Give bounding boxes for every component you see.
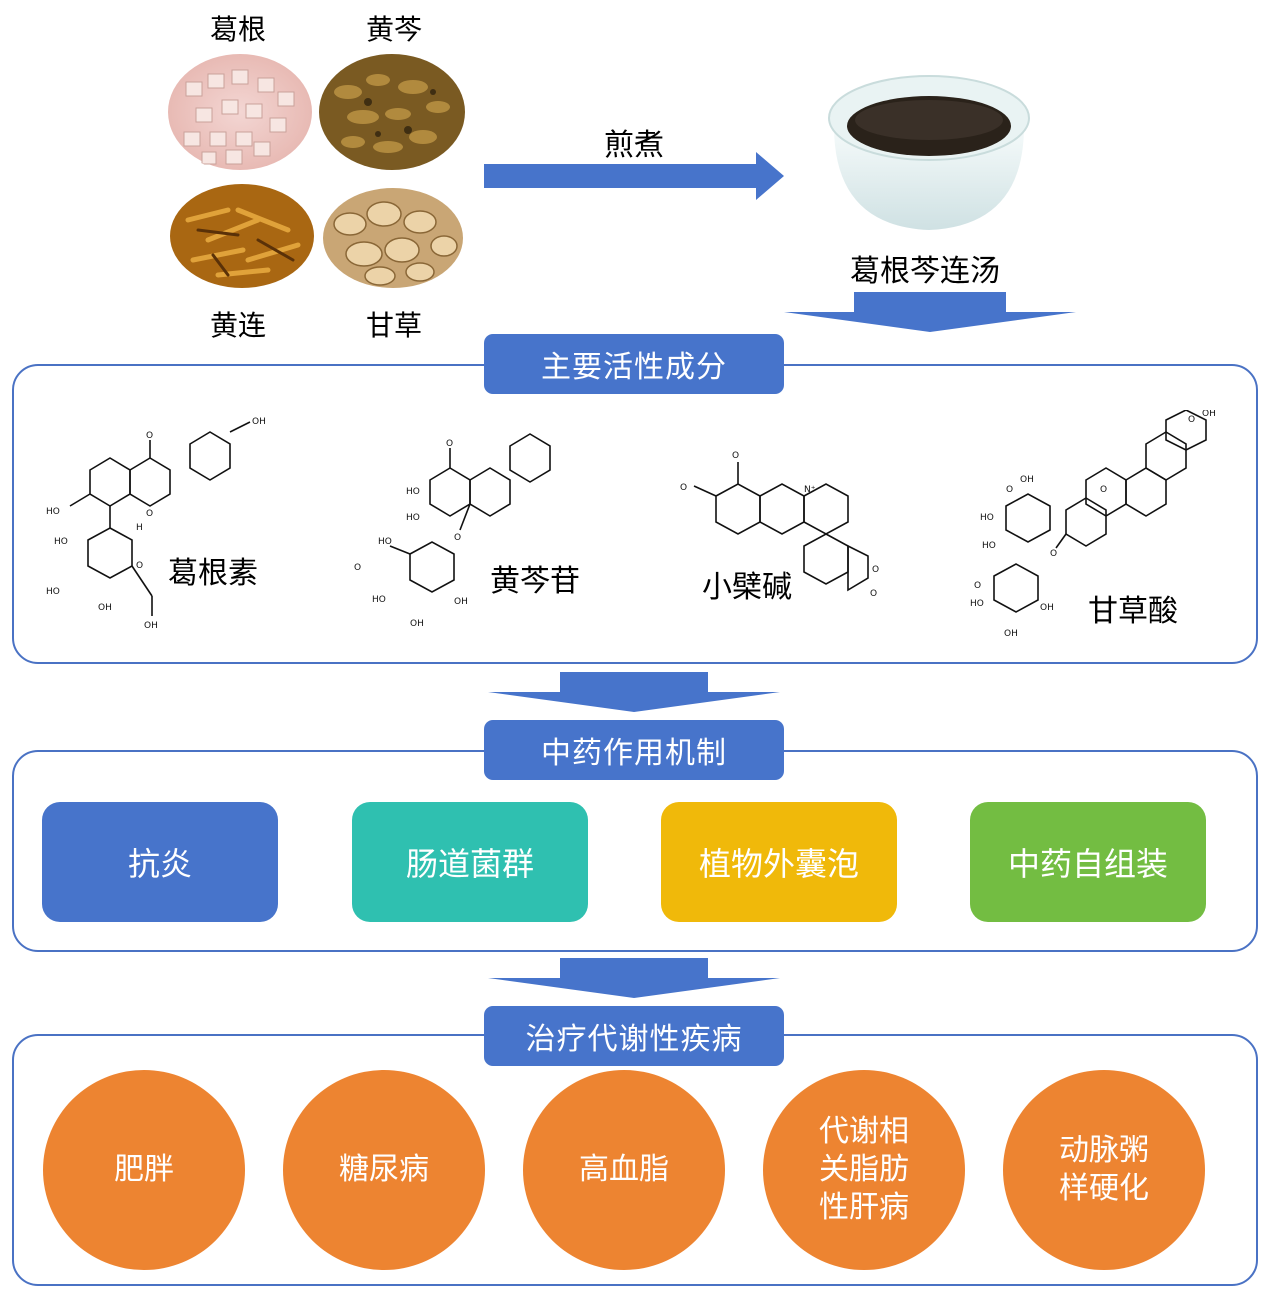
herb-label-huanglian: 黄连	[209, 309, 266, 342]
svg-text:OH: OH	[1020, 475, 1034, 485]
mechanism-self-assembly: 中药自组装	[970, 802, 1206, 922]
disease-line: 糖尿病	[339, 1152, 429, 1187]
svg-text:N⁺: N⁺	[804, 485, 816, 495]
diseases-tag: 治疗代谢性疾病	[484, 1006, 784, 1066]
svg-text:O: O	[872, 565, 879, 575]
svg-text:HO: HO	[54, 537, 68, 547]
svg-text:O: O	[732, 451, 739, 461]
svg-text:O: O	[146, 509, 153, 519]
mechanism-anti-inflammation: 抗炎	[42, 802, 278, 922]
svg-text:HO: HO	[980, 513, 994, 523]
svg-text:O: O	[446, 439, 453, 449]
svg-text:O: O	[354, 563, 361, 573]
svg-text:O: O	[136, 561, 143, 571]
glycyrrhizic-acid-structure: O OH O O O OH HO HO O HO OH OH	[970, 410, 1216, 639]
disease-line: 高血脂	[579, 1152, 669, 1187]
svg-text:OH: OH	[1202, 410, 1216, 419]
down-arrow-3	[488, 958, 780, 998]
svg-text:OH: OH	[98, 603, 112, 613]
svg-text:H: H	[136, 523, 143, 533]
svg-text:HO: HO	[46, 587, 60, 597]
svg-text:HO: HO	[982, 541, 996, 551]
down-arrow-1	[784, 292, 1076, 332]
svg-text:OH: OH	[1004, 629, 1018, 639]
svg-text:OH: OH	[252, 417, 266, 427]
berberine-structure: N⁺ O O O O	[680, 451, 879, 599]
down-arrow-2	[488, 672, 780, 712]
disease-obesity: 肥胖	[43, 1070, 245, 1270]
herb-label-huangqin: 黄芩	[365, 13, 422, 46]
disease-line: 样硬化	[1059, 1171, 1149, 1206]
disease-line: 代谢相	[819, 1114, 909, 1149]
mechanism-plant-vesicles: 植物外囊泡	[661, 802, 897, 922]
svg-text:HO: HO	[378, 537, 392, 547]
disease-atherosclerosis: 动脉粥 样硬化	[1003, 1070, 1205, 1270]
herb-label-gancao: 甘草	[365, 309, 422, 342]
svg-text:OH: OH	[1040, 603, 1054, 613]
product-label: 葛根芩连汤	[850, 254, 1000, 289]
gegen-image	[168, 54, 312, 170]
components-tag: 主要活性成分	[484, 334, 784, 394]
disease-line: 肥胖	[114, 1152, 174, 1187]
disease-line: 性肝病	[819, 1190, 909, 1225]
svg-text:HO: HO	[406, 513, 420, 523]
mechanism-tag: 中药作用机制	[484, 720, 784, 780]
huangqin-image	[319, 54, 465, 170]
disease-hyperlipidemia: 高血脂	[523, 1070, 725, 1270]
compound-label-berberine: 小檗碱	[702, 570, 792, 605]
svg-text:O: O	[1100, 485, 1107, 495]
svg-text:O: O	[1050, 549, 1057, 559]
compound-label-glycyrrhizic-acid: 甘草酸	[1088, 594, 1178, 629]
herb-label-gegen: 葛根	[209, 13, 266, 46]
svg-text:O: O	[1006, 485, 1013, 495]
svg-text:OH: OH	[144, 621, 158, 631]
disease-line: 关脂肪	[819, 1152, 909, 1187]
disease-line: 动脉粥	[1059, 1133, 1149, 1168]
svg-text:OH: OH	[454, 597, 468, 607]
svg-text:O: O	[146, 431, 153, 441]
mechanism-gut-microbiota: 肠道菌群	[352, 802, 588, 922]
decoct-label: 煎煮	[604, 128, 664, 163]
disease-diabetes: 糖尿病	[283, 1070, 485, 1270]
decoct-arrow	[484, 152, 784, 200]
svg-text:O: O	[870, 589, 877, 599]
compound-label-puerarin: 葛根素	[168, 556, 258, 591]
svg-text:HO: HO	[406, 487, 420, 497]
huanglian-image	[170, 184, 314, 288]
soup-bowl-image	[828, 75, 1030, 230]
svg-text:O: O	[680, 483, 687, 493]
svg-text:O: O	[454, 533, 461, 543]
compound-label-baicalin: 黄芩苷	[490, 564, 580, 599]
svg-text:O: O	[974, 581, 981, 591]
disease-masld: 代谢相 关脂肪 性肝病	[763, 1070, 965, 1270]
svg-text:HO: HO	[970, 599, 984, 609]
svg-text:OH: OH	[410, 619, 424, 629]
svg-text:HO: HO	[372, 595, 386, 605]
gancao-image	[323, 188, 463, 288]
baicalin-structure: O HO HO O HO O HO OH OH	[354, 433, 551, 629]
svg-text:HO: HO	[46, 507, 60, 517]
svg-text:O: O	[1188, 415, 1195, 425]
